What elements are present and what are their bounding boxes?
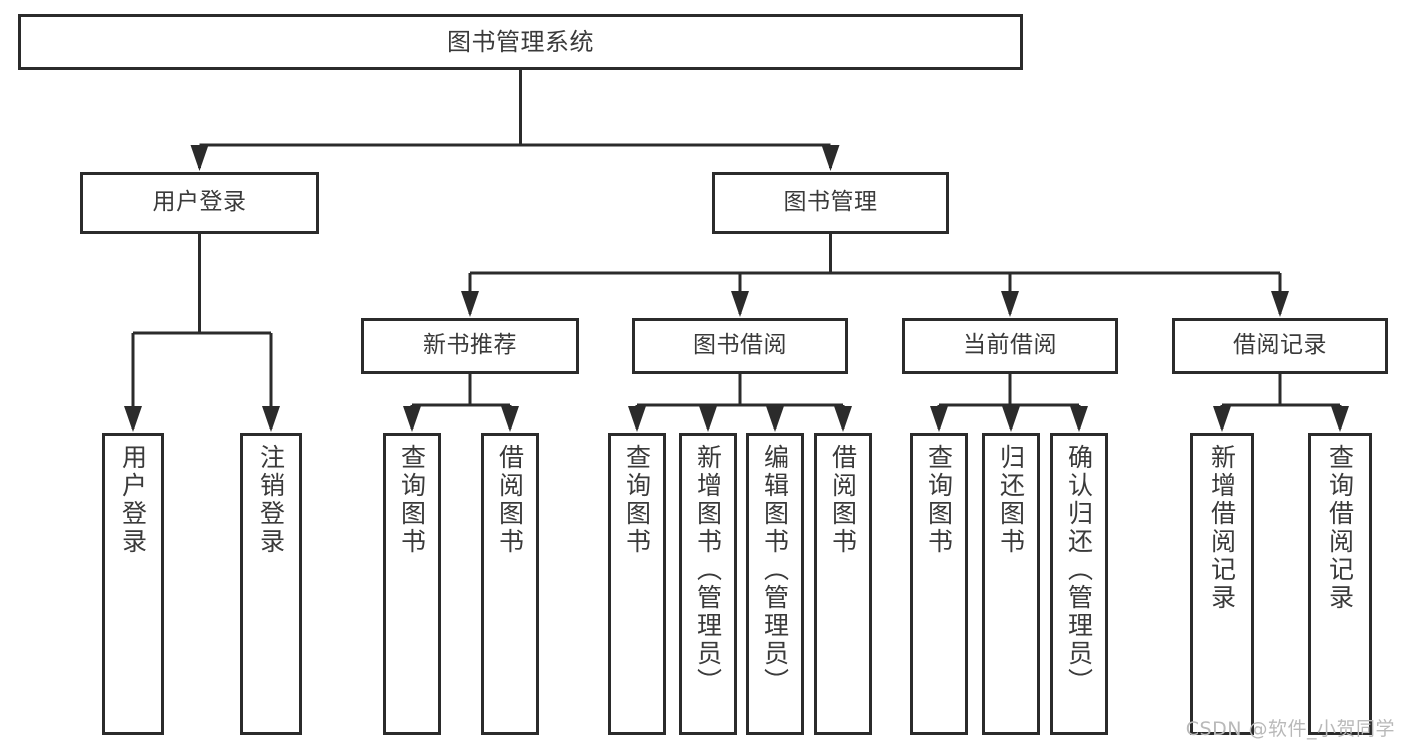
node-leaf-borrow-book-1-label: 借阅图书 — [495, 444, 525, 556]
node-borrow-record[interactable]: 借阅记录 — [1172, 318, 1388, 374]
node-book-manage-label: 图书管理 — [783, 189, 878, 216]
node-leaf-add-record[interactable]: 新增借阅记录 — [1190, 433, 1254, 735]
node-leaf-edit-book[interactable]: 编辑图书（管理员） — [746, 433, 804, 735]
node-leaf-confirm-return[interactable]: 确认归还（管理员） — [1050, 433, 1108, 735]
node-book-manage[interactable]: 图书管理 — [712, 172, 949, 234]
node-current-borrow-label: 当前借阅 — [963, 332, 1057, 359]
node-leaf-confirm-return-label: 确认归还（管理员） — [1064, 444, 1094, 696]
node-leaf-borrow-book-2[interactable]: 借阅图书 — [814, 433, 872, 735]
node-leaf-query-book-1-label: 查询图书 — [397, 444, 427, 556]
node-leaf-query-book-3-label: 查询图书 — [924, 444, 954, 556]
node-leaf-user-login-label: 用户登录 — [118, 444, 148, 556]
node-leaf-add-record-label: 新增借阅记录 — [1207, 444, 1237, 612]
node-leaf-add-book-label: 新增图书（管理员） — [693, 444, 723, 696]
node-leaf-query-book-2[interactable]: 查询图书 — [608, 433, 666, 735]
node-leaf-query-record-label: 查询借阅记录 — [1325, 444, 1355, 612]
node-borrow-record-label: 借阅记录 — [1233, 332, 1327, 359]
node-leaf-query-book-2-label: 查询图书 — [622, 444, 652, 556]
node-new-book-recommend[interactable]: 新书推荐 — [361, 318, 579, 374]
node-leaf-return-book-label: 归还图书 — [996, 444, 1026, 556]
node-leaf-user-logout[interactable]: 注销登录 — [240, 433, 302, 735]
csdn-watermark: CSDN @软件_小贺同学 — [1185, 718, 1395, 740]
node-leaf-borrow-book-2-label: 借阅图书 — [828, 444, 858, 556]
node-leaf-borrow-book-1[interactable]: 借阅图书 — [481, 433, 539, 735]
node-leaf-user-logout-label: 注销登录 — [256, 444, 286, 556]
node-leaf-edit-book-label: 编辑图书（管理员） — [760, 444, 790, 696]
node-root-label: 图书管理系统 — [447, 27, 594, 56]
node-book-borrow-label: 图书借阅 — [693, 332, 787, 359]
node-leaf-query-book-3[interactable]: 查询图书 — [910, 433, 968, 735]
node-leaf-query-book-1[interactable]: 查询图书 — [383, 433, 441, 735]
node-current-borrow[interactable]: 当前借阅 — [902, 318, 1118, 374]
node-leaf-return-book[interactable]: 归还图书 — [982, 433, 1040, 735]
node-leaf-user-login[interactable]: 用户登录 — [102, 433, 164, 735]
node-user-login[interactable]: 用户登录 — [80, 172, 319, 234]
node-new-book-recommend-label: 新书推荐 — [423, 332, 517, 359]
node-user-login-label: 用户登录 — [152, 189, 247, 216]
node-book-borrow[interactable]: 图书借阅 — [632, 318, 848, 374]
node-leaf-query-record[interactable]: 查询借阅记录 — [1308, 433, 1372, 735]
node-leaf-add-book[interactable]: 新增图书（管理员） — [679, 433, 737, 735]
node-root[interactable]: 图书管理系统 — [18, 14, 1023, 70]
